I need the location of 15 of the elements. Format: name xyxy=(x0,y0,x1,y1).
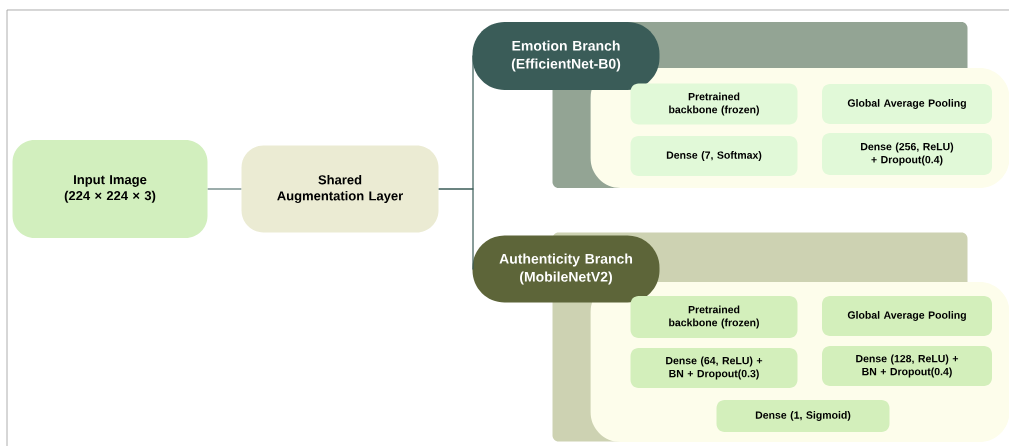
branch-title: Emotion Branch (EfficientNet-B0) xyxy=(472,22,660,90)
process-box: Shared Augmentation Layer xyxy=(241,145,439,233)
connector-line xyxy=(207,188,242,190)
layer-box: Dense (128, ReLU) + BN + Dropout(0.4) xyxy=(822,346,992,386)
layer-box: Pretrained backbone (frozen) xyxy=(630,83,798,125)
layer-box: Pretrained backbone (frozen) xyxy=(630,296,798,338)
layer-box: Global Average Pooling xyxy=(822,84,992,124)
layer-box: Dense (7, Softmax) xyxy=(630,136,798,176)
layer-box: Dense (256, ReLU) + Dropout(0.4) xyxy=(822,133,992,175)
branch-title: Authenticity Branch (MobileNetV2) xyxy=(472,235,660,303)
layer-box: Dense (1, Sigmoid) xyxy=(716,400,890,432)
layer-box: Global Average Pooling xyxy=(822,296,992,336)
connector-line xyxy=(438,188,474,270)
layer-box: Dense (64, ReLU) + BN + Dropout(0.3) xyxy=(630,348,798,388)
process-box: Input Image (224 × 224 × 3) xyxy=(12,140,208,238)
